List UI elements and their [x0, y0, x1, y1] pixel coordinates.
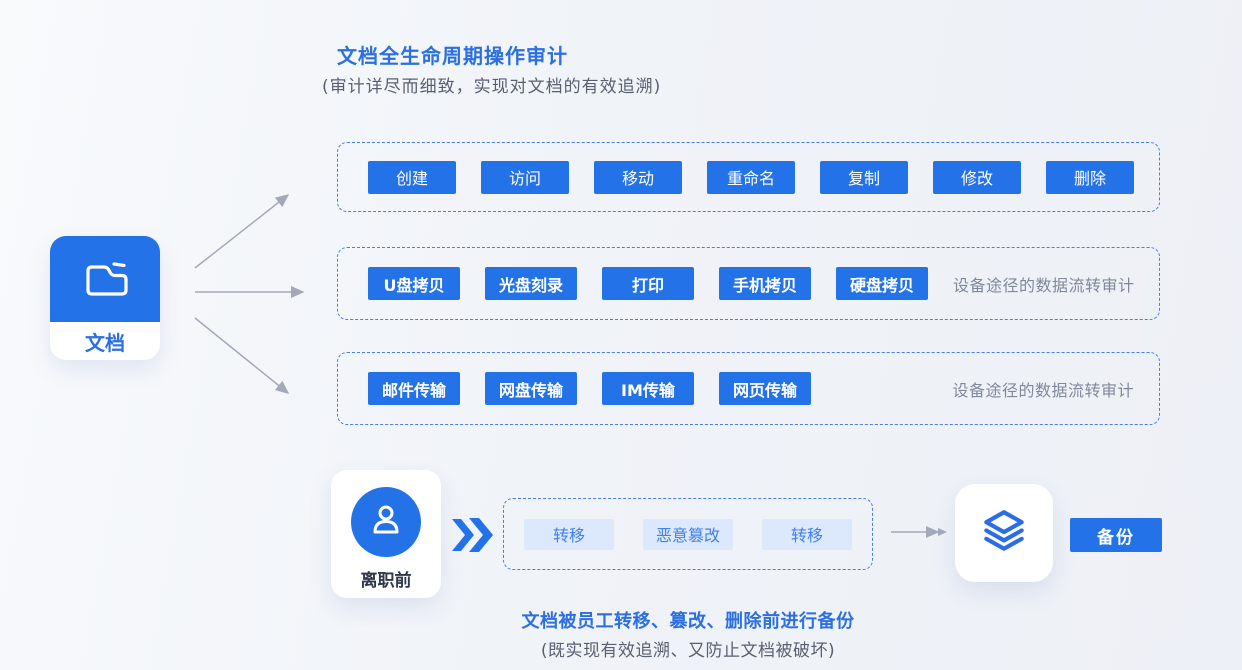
diagram-subtitle: (审计详尽而细致，实现对文档的有效追溯) [322, 77, 662, 97]
document-card-label: 文档 [85, 330, 125, 355]
audit-box-network: 邮件传输 网盘传输 IM传输 网页传输 设备途径的数据流转审计 [337, 352, 1160, 425]
node-print: 打印 [602, 267, 694, 300]
folder-icon [78, 254, 132, 304]
backup-storage-card [955, 484, 1053, 582]
layers-icon [979, 506, 1029, 560]
node-disk-copy: 硬盘拷贝 [836, 267, 928, 300]
double-chevron-icon [452, 518, 494, 556]
backup-subcaption: (既实现有效追溯、又防止文档被破坏) [540, 641, 836, 661]
node-usb-copy: U盘拷贝 [368, 267, 460, 300]
device-audit-note: 设备途径的数据流转审计 [953, 275, 1135, 295]
user-icon [366, 500, 406, 544]
node-web-transfer: 网页传输 [719, 372, 811, 405]
backup-caption: 文档被员工转移、篡改、删除前进行备份 [521, 611, 855, 632]
backup-label: 备份 [1070, 518, 1162, 552]
node-copy: 复制 [820, 160, 908, 194]
node-malicious-tamper: 恶意篡改 [643, 518, 733, 550]
node-transfer-1: 转移 [524, 518, 614, 550]
employee-card: 离职前 [331, 470, 441, 598]
node-cd-burn: 光盘刻录 [485, 267, 577, 300]
employee-card-label: 离职前 [360, 571, 412, 591]
node-move: 移动 [594, 160, 682, 194]
node-rename: 重命名 [707, 160, 795, 194]
audit-box-device: U盘拷贝 光盘刻录 打印 手机拷贝 硬盘拷贝 设备途径的数据流转审计 [337, 247, 1160, 320]
network-audit-note: 设备途径的数据流转审计 [952, 380, 1134, 400]
audit-box-lifecycle: 创建 访问 移动 重命名 复制 修改 删除 [337, 142, 1160, 212]
arrow-to-network [194, 317, 290, 394]
document-card: 文档 [50, 236, 160, 360]
node-delete: 删除 [1046, 160, 1134, 194]
node-create: 创建 [368, 160, 456, 194]
document-card-header [50, 236, 160, 322]
node-access: 访问 [481, 160, 569, 194]
arrow-to-backup [890, 524, 950, 544]
fan-arrows [185, 175, 320, 419]
employee-avatar [351, 487, 421, 557]
node-netdisk-transfer: 网盘传输 [485, 372, 577, 405]
node-phone-copy: 手机拷贝 [719, 267, 811, 300]
node-im-transfer: IM传输 [602, 372, 694, 405]
node-modify: 修改 [933, 160, 1021, 194]
arrow-to-lifecycle [194, 194, 290, 269]
risk-actions-box: 转移 恶意篡改 转移 [503, 498, 873, 570]
diagram-title: 文档全生命周期操作审计 [337, 44, 568, 68]
node-email-transfer: 邮件传输 [368, 372, 460, 405]
node-transfer-2: 转移 [762, 518, 852, 550]
